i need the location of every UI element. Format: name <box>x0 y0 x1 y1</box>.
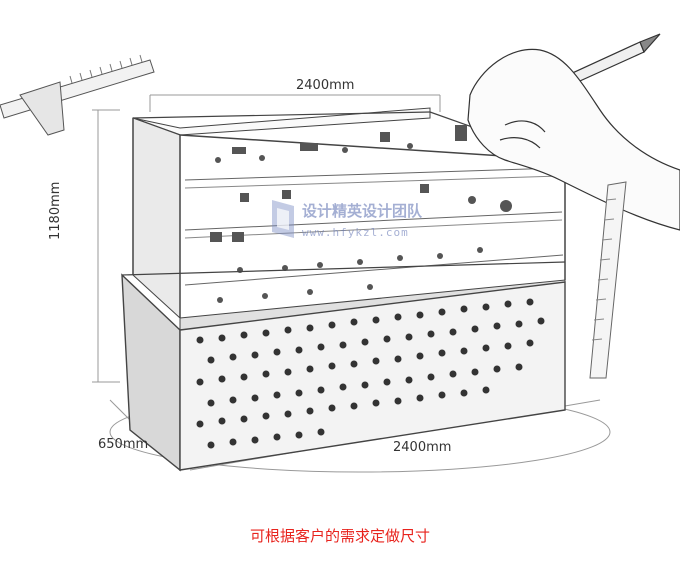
shelf-bottom <box>184 254 564 286</box>
shelf-middle <box>184 211 563 231</box>
hand-with-pencil <box>467 33 680 231</box>
base-front-panel <box>179 281 566 471</box>
shelf-top <box>184 167 561 181</box>
ruler-illustration <box>589 181 627 379</box>
caliper-illustration <box>0 54 155 136</box>
watermark: 设计精英设计团队 www.hfykzl.com <box>268 196 468 252</box>
case-left-glass <box>132 117 181 320</box>
dimension-height: 1180mm <box>48 181 63 240</box>
custom-size-caption: 可根据客户的需求定做尺寸 <box>249 527 430 545</box>
perforation-pattern <box>196 298 545 449</box>
dimension-top-width: 2400mm <box>296 78 355 93</box>
dimension-depth: 650mm <box>98 437 149 452</box>
watermark-logo-icon <box>272 200 294 238</box>
case-top-panel <box>132 107 431 136</box>
watermark-title: 设计精英设计团队 <box>302 202 423 220</box>
dimension-bottom-width: 2400mm <box>393 440 452 455</box>
watermark-url: www.hfykzl.com <box>302 226 409 239</box>
